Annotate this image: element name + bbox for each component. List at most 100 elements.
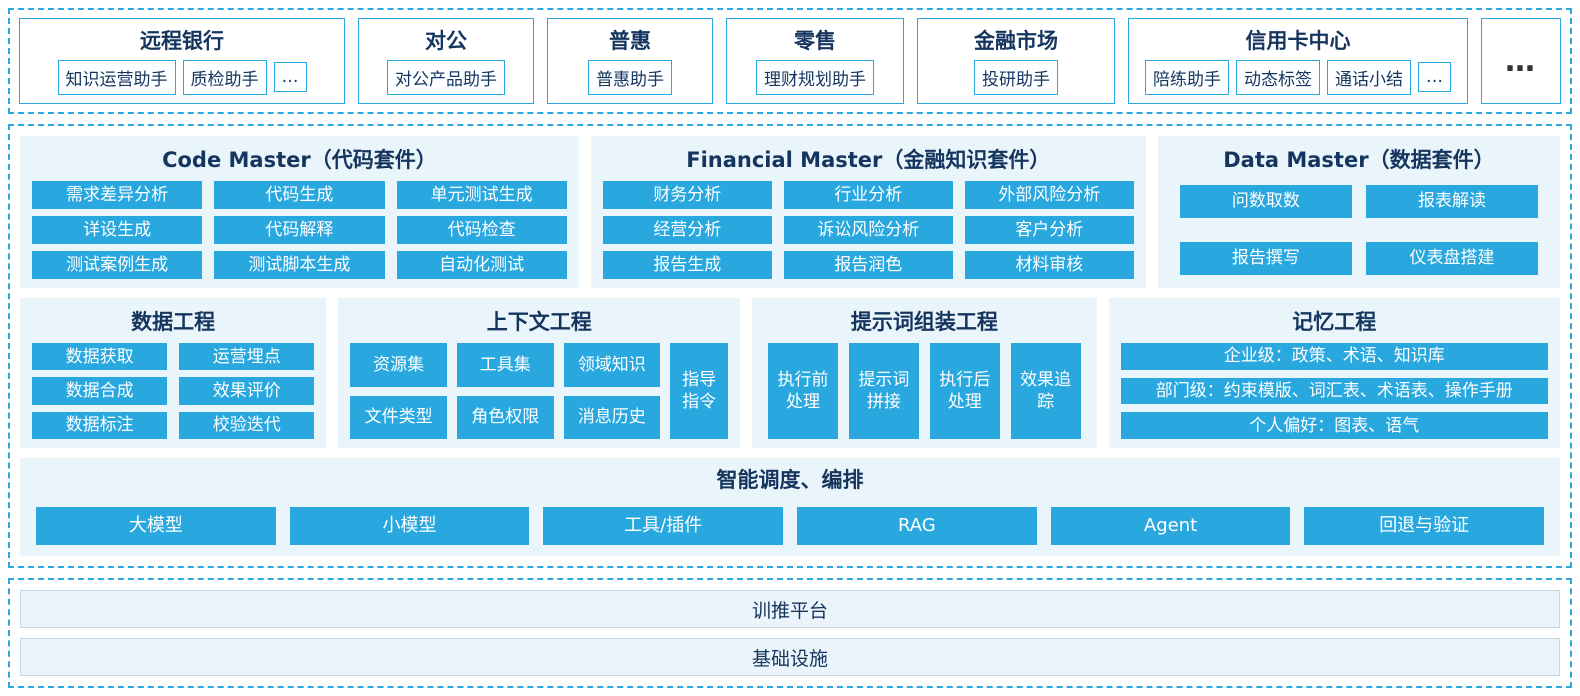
capability-block: 仪表盘搭建 [1365, 242, 1538, 275]
suite-title: Data Master（数据套件） [1223, 148, 1495, 172]
memory-stack: 企业级：政策、术语、知识库 部门级：约束模版、词汇表、术语表、操作手册 个人偏好… [1120, 343, 1548, 440]
data-engineering-grid: 数据获取 运营埋点 数据合成 效果评价 数据标注 校验迭代 [32, 343, 315, 439]
suite-panel-data-master: Data Master（数据套件） 问数取数 报表解读 报告撰写 仪表盘搭建 [1157, 136, 1560, 288]
suite-title: Code Master（代码套件） [162, 148, 437, 172]
capability-block: 测试案例生成 [32, 251, 203, 279]
capability-block: 单元测试生成 [396, 181, 567, 209]
capability-block: 角色权限 [456, 395, 554, 439]
context-engineering-body: 资源集 工具集 领域知识 文件类型 角色权限 消息历史 指导指令 [350, 343, 729, 439]
assistant-chip-ellipsis: … [1418, 62, 1451, 92]
suite-title: Financial Master（金融知识套件） [686, 148, 1051, 172]
orchestration-block: 小模型 [289, 507, 530, 545]
panel-context-engineering: 上下文工程 资源集 工具集 领域知识 文件类型 角色权限 消息历史 指导指令 [338, 298, 741, 448]
group-title: 零售 [794, 29, 836, 53]
business-group-retail: 零售 理财规划助手 [726, 18, 904, 104]
assistant-chip: 理财规划助手 [756, 59, 874, 95]
prompt-grid: 执行前处理 提示词拼接 执行后处理 效果追踪 [764, 343, 1085, 439]
memory-level-enterprise: 企业级：政策、术语、知识库 [1120, 343, 1548, 370]
capability-block: 客户分析 [964, 216, 1134, 244]
capability-block: 测试脚本生成 [214, 251, 385, 279]
panel-title: 提示词组装工程 [850, 310, 998, 334]
group-title: 信用卡中心 [1245, 29, 1351, 53]
assistant-chip: 陪练助手 [1145, 59, 1229, 95]
capability-block: 代码解释 [214, 216, 385, 244]
platform-capabilities-band: Code Master（代码套件） 需求差异分析 代码生成 单元测试生成 详设生… [8, 124, 1572, 568]
capability-block: 执行前处理 [768, 343, 838, 439]
suite-grid: 问数取数 报表解读 报告撰写 仪表盘搭建 [1170, 181, 1548, 279]
capability-block-guidance: 指导指令 [670, 343, 729, 439]
capability-block: 行业分析 [783, 181, 953, 209]
panel-prompt-engineering: 提示词组装工程 执行前处理 提示词拼接 执行后处理 效果追踪 [752, 298, 1097, 448]
group-title: 普惠 [609, 29, 651, 53]
capability-block: 报告生成 [602, 251, 772, 279]
capability-block: 问数取数 [1179, 185, 1352, 218]
panel-title: 记忆工程 [1292, 310, 1377, 334]
capability-block: 外部风险分析 [964, 181, 1134, 209]
panel-title: 数据工程 [131, 310, 216, 334]
capability-block: 详设生成 [32, 216, 203, 244]
assistant-chip: 知识运营助手 [57, 59, 176, 95]
group-title: 对公 [425, 29, 467, 53]
orchestration-block: 大模型 [36, 507, 276, 545]
orchestration-block: RAG [797, 507, 1037, 545]
chip-row: 陪练助手 动态标签 通话小结 … [1137, 59, 1459, 95]
panel-orchestration: 智能调度、编排 大模型 小模型 工具/插件 RAG Agent 回退与验证 [20, 458, 1560, 556]
engineering-row: 数据工程 数据获取 运营埋点 数据合成 效果评价 数据标注 校验迭代 上下文工程… [20, 298, 1560, 448]
orchestration-block: 回退与验证 [1304, 507, 1545, 545]
assistant-chip: 质检助手 [182, 59, 267, 95]
business-group-remote-banking: 远程银行 知识运营助手 质检助手 … [19, 18, 345, 104]
capability-block: 报告撰写 [1179, 242, 1352, 275]
chip-row: 普惠助手 [556, 59, 704, 95]
group-title: 远程银行 [140, 29, 224, 53]
capability-block: 材料审核 [964, 251, 1134, 279]
business-group-credit-card: 信用卡中心 陪练助手 动态标签 通话小结 … [1128, 18, 1468, 104]
context-grid: 资源集 工具集 领域知识 文件类型 角色权限 消息历史 [350, 343, 661, 439]
chip-row: 投研助手 [926, 59, 1106, 95]
assistant-chip: 投研助手 [974, 59, 1058, 95]
panel-data-engineering: 数据工程 数据获取 运营埋点 数据合成 效果评价 数据标注 校验迭代 [20, 298, 327, 448]
capability-block: 提示词拼接 [848, 343, 919, 439]
capability-block: 诉讼风险分析 [783, 216, 953, 244]
business-assistants-band: 远程银行 知识运营助手 质检助手 … 对公 对公产品助手 普惠 普惠助手 零售 … [8, 8, 1572, 114]
capability-block: 领域知识 [563, 343, 661, 387]
capability-block: 代码检查 [396, 216, 567, 244]
assistant-chip: 普惠助手 [588, 59, 672, 95]
capability-block: 自动化测试 [396, 251, 567, 279]
assistant-chip: 对公产品助手 [387, 59, 505, 95]
capability-block: 经营分析 [602, 216, 772, 244]
capability-block: 报告润色 [783, 251, 953, 279]
capability-block: 报表解读 [1365, 185, 1538, 218]
business-group-corporate: 对公 对公产品助手 [358, 18, 534, 104]
orchestration-title: 智能调度、编排 [716, 468, 864, 492]
suites-row: Code Master（代码套件） 需求差异分析 代码生成 单元测试生成 详设生… [20, 136, 1560, 288]
capability-block: 效果追踪 [1010, 343, 1081, 439]
foundation-band: 训推平台 基础设施 [8, 578, 1572, 688]
assistant-chip: 动态标签 [1236, 59, 1320, 95]
suite-grid: 需求差异分析 代码生成 单元测试生成 详设生成 代码解释 代码检查 测试案例生成… [32, 181, 567, 279]
chip-row: 知识运营助手 质检助手 … [28, 59, 336, 95]
capability-block: 资源集 [350, 343, 447, 387]
memory-level-personal: 个人偏好：图表、语气 [1120, 412, 1548, 440]
group-title: 金融市场 [974, 29, 1058, 53]
chip-row: 对公产品助手 [367, 59, 525, 95]
platform-bar-infrastructure: 基础设施 [20, 638, 1560, 676]
orchestration-block: Agent [1050, 507, 1291, 545]
suite-panel-code-master: Code Master（代码套件） 需求差异分析 代码生成 单元测试生成 详设生… [20, 136, 579, 288]
memory-level-department: 部门级：约束模版、词汇表、术语表、操作手册 [1120, 377, 1548, 405]
business-group-inclusive: 普惠 普惠助手 [547, 18, 713, 104]
more-business-units-box: … [1481, 18, 1561, 104]
assistant-chip: 通话小结 [1327, 59, 1411, 95]
platform-bar-training-inference: 训推平台 [20, 590, 1560, 628]
panel-title: 上下文工程 [486, 310, 592, 334]
capability-block: 工具集 [456, 343, 554, 387]
panel-memory-engineering: 记忆工程 企业级：政策、术语、知识库 部门级：约束模版、词汇表、术语表、操作手册… [1108, 298, 1560, 448]
capability-block: 财务分析 [602, 181, 772, 209]
capability-block: 需求差异分析 [32, 181, 203, 209]
suite-panel-financial-master: Financial Master（金融知识套件） 财务分析 行业分析 外部风险分… [590, 136, 1146, 288]
capability-block: 运营埋点 [179, 343, 315, 371]
capability-block: 数据合成 [32, 377, 168, 405]
chip-row: 理财规划助手 [735, 59, 895, 95]
capability-block: 数据标注 [32, 411, 168, 439]
capability-block: 执行后处理 [929, 343, 1000, 439]
